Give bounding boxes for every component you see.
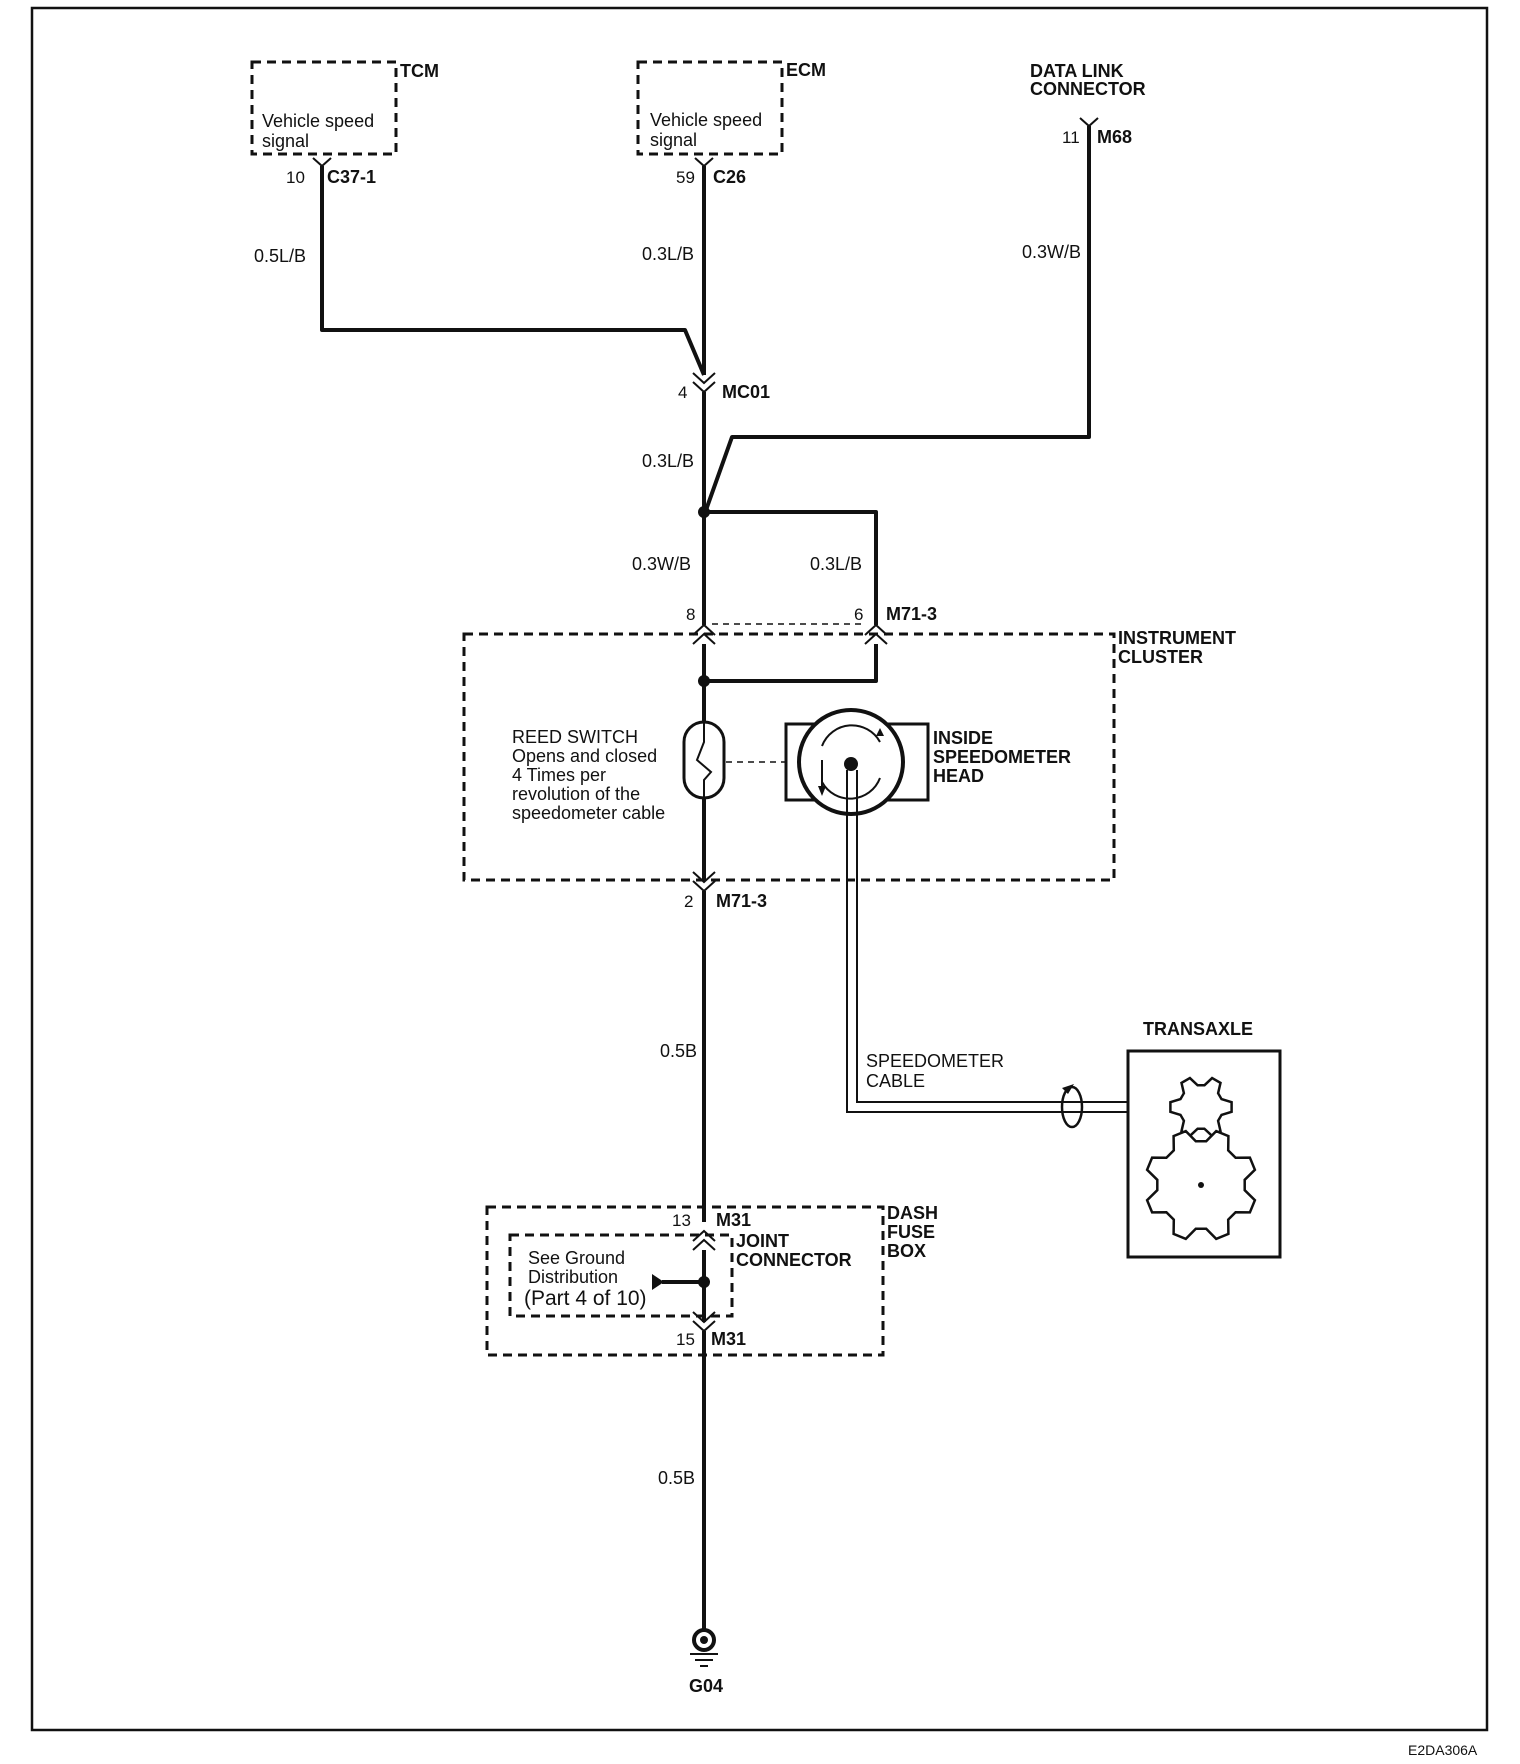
reed-switch-text-4: revolution of the — [512, 784, 640, 804]
tcm-text-2: signal — [262, 131, 309, 151]
speedometer-cable — [846, 770, 1182, 1113]
fuse-box-text-1: DASH — [887, 1203, 938, 1223]
fuse-box-text-3: BOX — [887, 1241, 926, 1261]
mc01-name: MC01 — [722, 382, 770, 402]
ecm-wire-label: 0.3L/B — [642, 244, 694, 264]
cluster-label-1: INSTRUMENT — [1118, 628, 1236, 648]
ecm-text-1: Vehicle speed — [650, 110, 762, 130]
reed-switch-text-1: REED SWITCH — [512, 727, 638, 747]
m31-top-name: M31 — [716, 1210, 751, 1230]
mc01-wire-label: 0.3L/B — [642, 451, 694, 471]
joint-text-2: CONNECTOR — [736, 1250, 852, 1270]
m71-bottom-pin: 2 — [684, 892, 693, 911]
tcm-label: TCM — [400, 61, 439, 81]
cluster-label-2: CLUSTER — [1118, 647, 1203, 667]
m71-top-name: M71-3 — [886, 604, 937, 624]
ground-ref-text-3: (Part 4 of 10) — [524, 1287, 647, 1310]
diagram-frame — [30, 6, 1489, 1732]
reed-switch: REED SWITCH Opens and closed 4 Times per… — [512, 720, 726, 823]
cluster-left-wire-label: 0.3W/B — [632, 554, 691, 574]
dash-fuse-box: DASH FUSE BOX 13 M31 JOINT CONNECTOR See… — [485, 1203, 938, 1357]
m31-top-pin: 13 — [672, 1211, 691, 1230]
tcm-wire — [320, 166, 706, 376]
speedo-head-text-3: HEAD — [933, 766, 984, 786]
connector-m71-bottom: 2 M71-3 — [684, 871, 767, 911]
ecm-label: ECM — [786, 60, 826, 80]
ecm-connector: C26 — [713, 167, 746, 187]
reed-switch-text-5: speedometer cable — [512, 803, 665, 823]
joint-text-1: JOINT — [736, 1231, 789, 1251]
small-gear-icon — [1169, 1076, 1233, 1138]
ecm-module: ECM Vehicle speed signal 59 C26 — [636, 60, 826, 187]
ground-icon — [690, 1628, 718, 1667]
speedometer-head: INSIDE SPEEDOMETER HEAD — [784, 708, 1071, 816]
dlc-wire-label: 0.3W/B — [1022, 242, 1081, 262]
ecm-pin: 59 — [676, 168, 695, 187]
m31-bottom-name: M31 — [711, 1329, 746, 1349]
dlc-label-1: DATA LINK — [1030, 61, 1124, 81]
speedo-head-text-2: SPEEDOMETER — [933, 747, 1071, 767]
tcm-pin: 10 — [286, 168, 305, 187]
transaxle-label: TRANSAXLE — [1143, 1019, 1253, 1039]
connector-m71-top: 8 6 M71-3 — [686, 604, 937, 645]
cable-rotation-arrow — [1060, 1084, 1084, 1129]
reed-switch-text-2: Opens and closed — [512, 746, 657, 766]
transaxle: TRANSAXLE — [1126, 1019, 1282, 1259]
ground-upper-label: 0.5B — [660, 1041, 697, 1061]
m71-bottom-name: M71-3 — [716, 891, 767, 911]
ground-lower-label: 0.5B — [658, 1468, 695, 1488]
tcm-module: TCM Vehicle speed signal 10 C37-1 — [250, 60, 439, 187]
m71-pin-8: 8 — [686, 605, 695, 624]
mc01-pin: 4 — [678, 383, 687, 402]
speedo-head-text-1: INSIDE — [933, 728, 993, 748]
tcm-connector: C37-1 — [327, 167, 376, 187]
tcm-text-1: Vehicle speed — [262, 111, 374, 131]
fuse-box-text-2: FUSE — [887, 1222, 935, 1242]
dlc-connector: M68 — [1097, 127, 1132, 147]
m71-pin-6: 6 — [854, 605, 863, 624]
ground-ref-text-2: Distribution — [528, 1267, 618, 1287]
ground-label: G04 — [689, 1676, 723, 1696]
ground-ref-text-1: See Ground — [528, 1248, 625, 1268]
reed-switch-text-3: 4 Times per — [512, 765, 606, 785]
cluster-right-wire — [704, 510, 878, 625]
figure-code: E2DA306A — [1408, 1742, 1478, 1758]
tcm-wire-label: 0.5L/B — [254, 246, 306, 266]
m31-bottom-pin: 15 — [676, 1330, 695, 1349]
joint-connector: JOINT CONNECTOR See Ground Distribution … — [508, 1231, 852, 1322]
dlc-wire — [704, 126, 1091, 511]
connector-mc01: 4 MC01 — [678, 372, 770, 402]
dlc-label-2: CONNECTOR — [1030, 79, 1146, 99]
dlc-pin: 11 — [1062, 128, 1080, 147]
cable-text-2: CABLE — [866, 1071, 925, 1091]
instrument-cluster: INSTRUMENT CLUSTER REED SWITCH Opens and… — [462, 628, 1236, 882]
cable-text-1: SPEEDOMETER — [866, 1051, 1004, 1071]
cluster-right-wire-label: 0.3L/B — [810, 554, 862, 574]
ecm-text-2: signal — [650, 130, 697, 150]
